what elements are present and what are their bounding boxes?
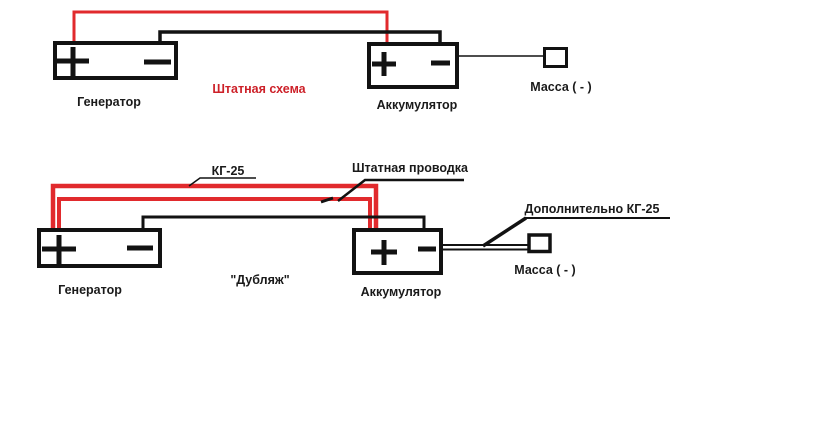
bottom-generator-label: Генератор (58, 283, 122, 297)
top-negative-wire (158, 30, 442, 45)
bottom-schematic: КГ-25 Штатная проводка Генератор "Дубляж… (37, 161, 670, 299)
kg25-cable-outer (50, 183, 379, 230)
stock-wiring-label: Штатная проводка (352, 161, 469, 175)
top-ground-box (543, 47, 568, 68)
top-schematic: Генератор Штатная схема Аккумулятор Масс… (53, 10, 592, 112)
kg25-cable-label: КГ-25 (212, 164, 245, 178)
top-ground-label: Масса ( - ) (530, 80, 591, 94)
bottom-ground-label: Масса ( - ) (514, 263, 575, 277)
top-generator-label: Генератор (77, 95, 141, 109)
top-scheme-title: Штатная схема (212, 82, 306, 96)
additional-cable-label: Дополнительно КГ-25 (525, 202, 660, 216)
top-positive-wire (72, 10, 389, 45)
kg25-cable-inner (57, 197, 372, 230)
bottom-battery-label: Аккумулятор (361, 285, 442, 299)
bottom-ground-box (527, 233, 552, 254)
stock-wiring-leader (337, 178, 464, 202)
top-battery-label: Аккумулятор (377, 98, 458, 112)
bottom-scheme-title: "Дубляж" (230, 273, 289, 287)
bottom-negative-wire (141, 215, 426, 230)
additional-cable-leader-diagonal (482, 216, 527, 248)
kg25-label-leader (188, 177, 256, 187)
stock-wiring-leader-arrow (320, 196, 334, 204)
